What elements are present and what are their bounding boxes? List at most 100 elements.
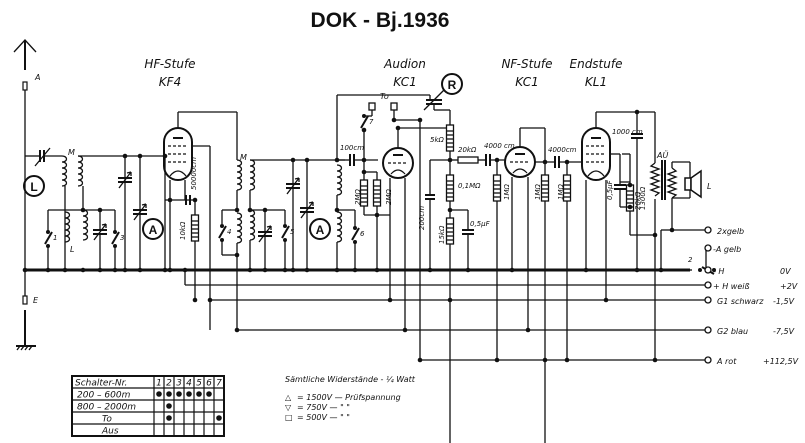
terminal-voltage: +2V — [780, 282, 798, 291]
resistor-icon — [540, 174, 550, 202]
coil-label-m: M — [240, 153, 247, 162]
junction-dot — [387, 297, 393, 303]
terminal-2xgelb[interactable]: 2xgelb — [704, 226, 744, 236]
table-header-cell: 2 — [166, 379, 172, 389]
switch-3[interactable] — [111, 229, 120, 249]
junction-dot — [564, 159, 570, 165]
switch-on-dot — [166, 415, 172, 421]
junction-dot — [137, 153, 143, 159]
resistor-label: 1MΩ — [557, 184, 565, 200]
junction-dot — [304, 157, 310, 163]
earth-label: E — [33, 296, 39, 305]
terminal-h-plus[interactable]: + H weiß +2V — [704, 281, 798, 291]
resistor-label: 20kΩ — [458, 146, 477, 154]
table-row-label: 800 – 2000m — [77, 403, 136, 413]
table-header-cell: 5 — [196, 379, 202, 389]
transformer-label: AÜ — [656, 150, 668, 160]
resistor-note: Sämtliche Widerstände - ¼ Watt — [285, 375, 416, 384]
terminal-label: - H — [713, 267, 724, 276]
terminal-a[interactable]: A rot +112,5V — [704, 356, 799, 366]
junction-dot — [352, 267, 358, 273]
interstage-coil-icon — [236, 159, 243, 191]
stage-tube: KF4 — [159, 75, 181, 89]
junction-dot — [395, 125, 401, 131]
loop-antenna-icon: L — [23, 175, 45, 197]
junction-dot — [391, 117, 397, 123]
table-header-cell: 4 — [186, 379, 192, 389]
switch-4[interactable] — [218, 223, 227, 243]
resistor-label: 20kΩ — [634, 191, 642, 210]
resistor-label: 10kΩ — [179, 221, 187, 240]
junction-dot — [361, 157, 367, 163]
speaker-icon — [684, 169, 702, 199]
junction-dot — [247, 207, 253, 213]
junction-dot — [182, 267, 188, 273]
resistor-icon — [457, 156, 479, 164]
switch-6[interactable] — [351, 225, 360, 245]
junction-dot — [290, 157, 296, 163]
junction-dot — [207, 297, 213, 303]
table-row-label: 200 – 600m — [77, 391, 131, 401]
coil-l2-icon — [82, 209, 89, 241]
junction-dot — [583, 267, 589, 273]
junction-dot — [652, 232, 658, 238]
junction-dot — [494, 357, 500, 363]
cap-label: 1000 cm — [612, 128, 643, 136]
junction-dot — [192, 197, 198, 203]
stage-tube: KC1 — [393, 75, 417, 89]
junction-dot — [361, 127, 367, 133]
antenna-icon — [13, 39, 37, 156]
junction-dot — [417, 357, 423, 363]
junction-dot — [162, 267, 168, 273]
junction-dot — [658, 267, 664, 273]
terminal-a-gelb[interactable]: -A gelb — [704, 244, 741, 254]
junction-dot — [234, 207, 240, 213]
junction-dots — [22, 109, 675, 363]
resistor-label: 2MΩ — [385, 189, 393, 205]
tube-kc1-nf-icon — [504, 146, 536, 178]
terminal-label: + H weiß — [713, 282, 750, 291]
reaction-coil-icon — [336, 211, 343, 243]
junction-dot — [361, 169, 367, 175]
resistor-icon — [492, 174, 502, 202]
terminal-g1[interactable]: G1 schwarz -1,5V — [704, 296, 795, 306]
junction-dot — [80, 267, 86, 273]
tube-kl1-icon — [581, 127, 611, 181]
junction-dot — [627, 204, 633, 210]
switch-label: 1 — [53, 234, 57, 242]
legend-symbol: △ — [285, 393, 292, 402]
resistor-icon — [372, 179, 382, 207]
resistor-icon — [190, 214, 200, 242]
gang-label: A — [316, 223, 325, 237]
terminal-label: A rot — [716, 357, 737, 366]
antenna-label: A — [34, 73, 40, 82]
table-header-cell: 1 — [156, 379, 162, 389]
junction-dot — [509, 267, 515, 273]
stage-name: Audion — [383, 57, 426, 71]
switch-on-dot — [156, 391, 162, 397]
switch-5[interactable] — [281, 223, 290, 243]
coil-label-l: L — [70, 245, 74, 254]
tonabnehmer-jack-icon — [390, 102, 398, 111]
junction-dot — [290, 267, 296, 273]
loop-label: L — [30, 180, 37, 194]
junction-dot — [402, 327, 408, 333]
switch-on-dot — [166, 403, 172, 409]
terminal-voltage: -1,5V — [773, 297, 795, 306]
resistor-label: 1MΩ — [534, 184, 542, 200]
resistor-label: 5kΩ — [430, 136, 445, 144]
terminal-g2[interactable]: G2 blau -7,5V — [704, 326, 795, 336]
coil-l2-icon — [249, 209, 256, 241]
switch-label: 4 — [227, 228, 231, 236]
cap-label: 0,5μF — [606, 179, 614, 200]
switch-label: 7 — [369, 118, 374, 126]
tube-kf4-icon — [163, 127, 193, 181]
junction-dot — [417, 117, 423, 123]
resistor-icon — [445, 124, 455, 152]
switch-1[interactable] — [44, 229, 53, 249]
junction-dot — [282, 267, 288, 273]
junction-dot — [234, 252, 240, 258]
terminal-h-minus[interactable]: - H 0V — [704, 266, 791, 276]
table-header-cell: 6 — [206, 379, 212, 389]
